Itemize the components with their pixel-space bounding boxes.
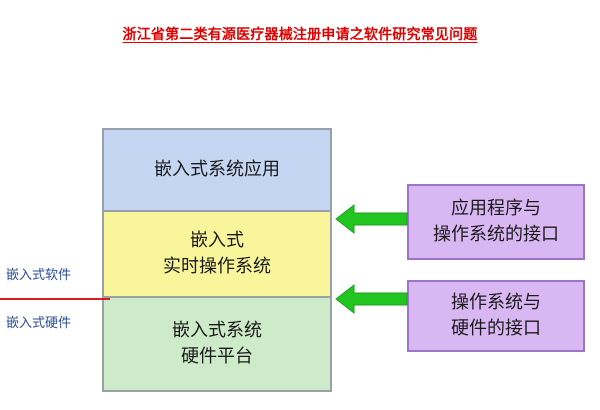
side-label-embedded-software: 嵌入式软件 <box>6 268 72 283</box>
arrow-left-icon <box>335 283 408 315</box>
interface-box-os-hardware: 操作系统与 硬件的接口 <box>407 280 585 352</box>
side-label-embedded-hardware: 嵌入式硬件 <box>6 316 72 331</box>
layer-hardware-platform: 嵌入式系统 硬件平台 <box>102 296 332 392</box>
layer-app-line-1: 嵌入式系统应用 <box>154 159 280 180</box>
arrow-left-icon <box>335 203 408 235</box>
layer-os-line-2: 实时操作系统 <box>163 256 271 277</box>
interface-api-line-1: 应用程序与 <box>451 198 541 219</box>
interface-hal-line-2: 硬件的接口 <box>451 318 541 339</box>
layer-hw-line-1: 嵌入式系统 <box>172 320 262 341</box>
interface-hal-line-1: 操作系统与 <box>451 292 541 313</box>
layer-os-line-1: 嵌入式 <box>190 230 244 251</box>
layer-embedded-application: 嵌入式系统应用 <box>102 128 332 212</box>
software-hardware-divider <box>0 298 110 300</box>
interface-api-line-2: 操作系统的接口 <box>433 224 559 245</box>
layer-rtos: 嵌入式 实时操作系统 <box>102 210 332 298</box>
layer-hw-line-2: 硬件平台 <box>181 346 253 367</box>
page-title: 浙江省第二类有源医疗器械注册申请之软件研究常见问题 <box>122 27 478 43</box>
interface-box-app-os: 应用程序与 操作系统的接口 <box>407 184 585 260</box>
